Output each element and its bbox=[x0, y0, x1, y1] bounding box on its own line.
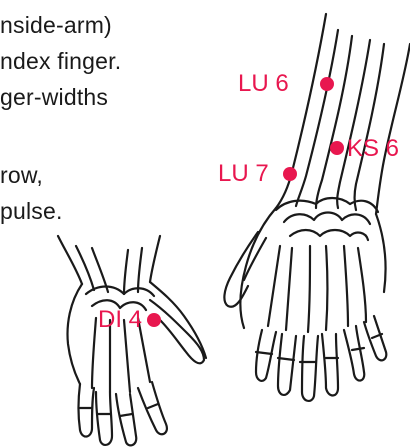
ks6-marker[interactable] bbox=[330, 141, 344, 155]
lu6-marker[interactable] bbox=[320, 77, 334, 91]
label-ks6: KS 6 bbox=[347, 137, 399, 161]
label-lu7: LU 7 bbox=[218, 162, 269, 186]
lu7-marker[interactable] bbox=[283, 167, 297, 181]
di4-marker[interactable] bbox=[147, 313, 161, 327]
hand-figure bbox=[58, 236, 206, 445]
label-lu6: LU 6 bbox=[238, 72, 289, 96]
label-di4: DI 4 bbox=[98, 308, 142, 332]
